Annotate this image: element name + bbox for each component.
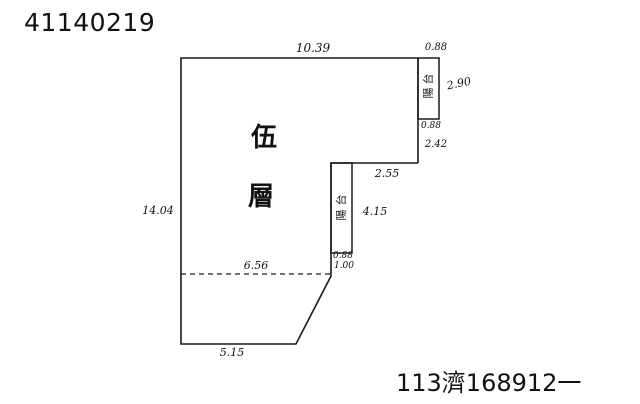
lower-balcony-char1: 陽	[335, 210, 348, 221]
upper-balcony-char1: 陽	[422, 88, 435, 99]
dim-right-step-height: 2.42	[424, 139, 447, 150]
upper-balcony-char2: 台	[421, 74, 435, 85]
dim-dashed-width: 6.56	[244, 259, 269, 272]
upper-balcony	[417, 57, 440, 120]
document-number: 41140219	[24, 8, 156, 37]
dim-upper-balcony-height: 2.90	[445, 75, 473, 93]
dim-chamfer-height: 1.00	[334, 261, 354, 271]
dim-left-height: 14.04	[142, 204, 174, 217]
dim-step-width: 2.55	[374, 167, 400, 180]
lower-balcony	[330, 162, 353, 254]
floor-label-char2: 層	[248, 182, 274, 212]
dim-upper-balcony-depth-bottom: 0.88	[421, 121, 441, 131]
building-outline	[180, 57, 418, 345]
dim-top-width: 10.39	[296, 41, 331, 55]
dim-upper-balcony-depth-top: 0.88	[425, 42, 447, 53]
dim-lower-right-height: 4.15	[362, 205, 388, 218]
case-number: 113濟168912一	[396, 369, 582, 397]
lower-balcony-char2: 台	[334, 195, 348, 206]
dim-bottom-width: 5.15	[220, 346, 245, 359]
dim-lower-balcony-depth: 0.88	[333, 251, 353, 261]
floor-label-char1: 伍	[251, 123, 277, 153]
